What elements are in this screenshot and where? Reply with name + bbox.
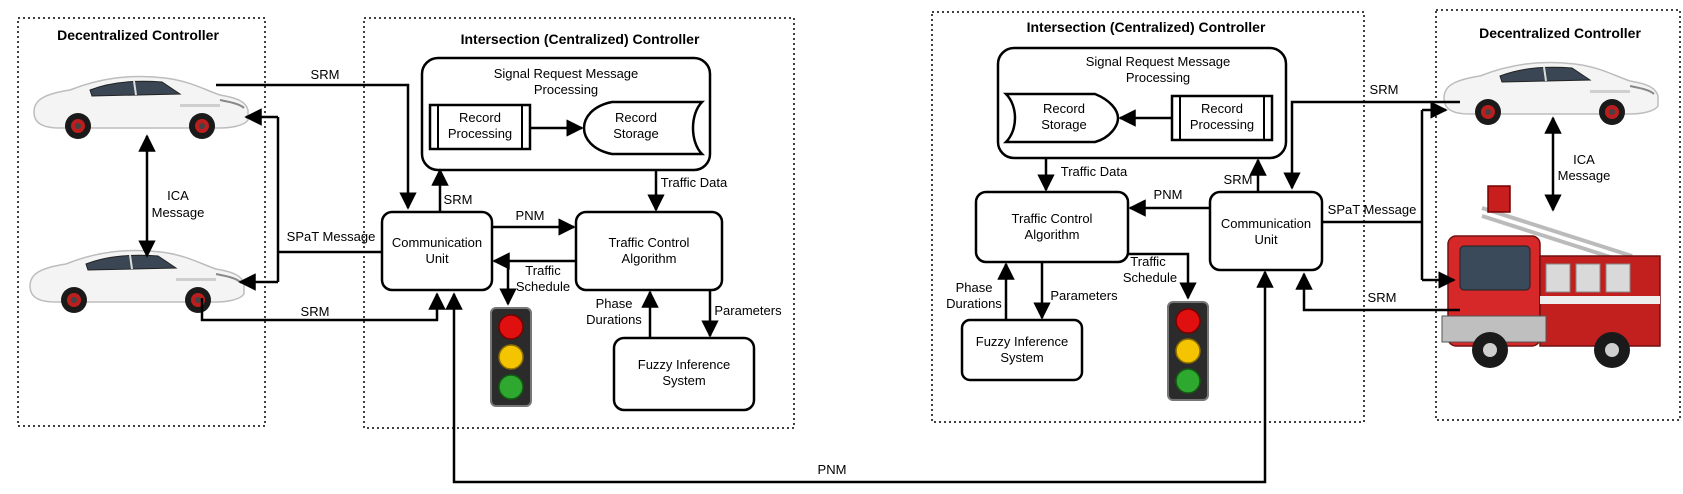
left-parameters-label: Parameters <box>714 303 782 318</box>
right-communication-unit-label-2: Unit <box>1254 232 1278 247</box>
right-traffic-schedule-label-2: Schedule <box>1123 270 1177 285</box>
left-traffic-schedule-label-2: Schedule <box>516 279 570 294</box>
left-record-storage-shape <box>582 100 706 156</box>
left-record-processing-label-1: Record <box>459 110 501 125</box>
right-ica-label-1: ICA <box>1573 152 1595 167</box>
right-spat-label: SPaT Message <box>1328 202 1417 217</box>
left-tca-label-2: Algorithm <box>622 251 677 266</box>
right-srm-processing-label-2: Processing <box>1126 70 1190 85</box>
right-fis-label-1: Fuzzy Inference <box>976 334 1069 349</box>
right-communication-unit-label-1: Communication <box>1221 216 1311 231</box>
left-ica-label-1: ICA <box>167 188 189 203</box>
right-traffic-data-label: Traffic Data <box>1061 164 1128 179</box>
right-intersection-title: Intersection (Centralized) Controller <box>1027 19 1266 35</box>
left-intersection-title: Intersection (Centralized) Controller <box>461 31 700 47</box>
right-tca-box <box>974 190 1130 264</box>
right-record-storage-label-1: Record <box>1043 101 1085 116</box>
left-pnm-label: PNM <box>516 208 545 223</box>
right-pnm-label: PNM <box>1154 187 1183 202</box>
left-record-processing-label-2: Processing <box>448 126 512 141</box>
right-decentralized-region <box>1435 9 1681 421</box>
right-tca-label-1: Traffic Control <box>1012 211 1093 226</box>
left-traffic-data-label: Traffic Data <box>661 175 728 190</box>
right-fis-box <box>960 318 1084 382</box>
traffic-light-icon <box>1167 301 1209 401</box>
right-record-processing-label-2: Processing <box>1190 117 1254 132</box>
left-phase-label-2: Durations <box>586 312 642 327</box>
left-intersection-region <box>363 17 795 429</box>
left-spat-label: SPaT Message <box>287 229 376 244</box>
left-communication-unit-label-2: Unit <box>425 251 449 266</box>
fire-truck-icon <box>1441 185 1661 368</box>
left-srm-top-label: SRM <box>311 67 340 82</box>
right-traffic-schedule-label-1: Traffic <box>1130 254 1166 269</box>
right-phase-label-2: Durations <box>946 296 1002 311</box>
left-srm-bottom-label: SRM <box>301 304 330 319</box>
right-communication-unit-box <box>1208 190 1324 272</box>
right-fis-label-2: System <box>1000 350 1043 365</box>
left-record-storage-label-1: Record <box>615 110 657 125</box>
left-srm-up-label: SRM <box>444 192 473 207</box>
left-srm-processing-label-2: Processing <box>534 82 598 97</box>
left-decentralized-title: Decentralized Controller <box>57 27 219 43</box>
car-icon <box>1443 61 1659 126</box>
right-decentralized-title: Decentralized Controller <box>1479 25 1641 41</box>
right-record-storage-shape <box>1002 92 1120 144</box>
right-srm-bottom-label: SRM <box>1368 290 1397 305</box>
right-srm-top-label: SRM <box>1370 82 1399 97</box>
left-fis-label-1: Fuzzy Inference <box>638 357 731 372</box>
left-fis-box <box>612 336 756 412</box>
right-phase-label-1: Phase <box>956 280 993 295</box>
traffic-light-icon <box>490 307 532 407</box>
left-tca-label-1: Traffic Control <box>609 235 690 250</box>
left-phase-label-1: Phase <box>596 296 633 311</box>
left-communication-unit-label-1: Communication <box>392 235 482 250</box>
right-srm-processing-label-1: Signal Request Message <box>1086 54 1231 69</box>
right-ica-label-2: Message <box>1558 168 1611 183</box>
right-intersection-region <box>931 11 1365 423</box>
car-icon <box>29 249 245 314</box>
left-record-storage-label-2: Storage <box>613 126 659 141</box>
bottom-pnm-label: PNM <box>818 462 847 477</box>
right-tca-label-2: Algorithm <box>1025 227 1080 242</box>
left-traffic-schedule-label-1: Traffic <box>525 263 561 278</box>
right-srm-up-label: SRM <box>1224 172 1253 187</box>
left-decentralized-region <box>17 17 266 427</box>
right-record-processing-label-1: Record <box>1201 101 1243 116</box>
left-srm-processing-label-1: Signal Request Message <box>494 66 639 81</box>
right-parameters-label: Parameters <box>1050 288 1118 303</box>
right-record-storage-label-2: Storage <box>1041 117 1087 132</box>
left-ica-label-2: Message <box>152 205 205 220</box>
left-fis-label-2: System <box>662 373 705 388</box>
car-icon <box>33 75 249 140</box>
